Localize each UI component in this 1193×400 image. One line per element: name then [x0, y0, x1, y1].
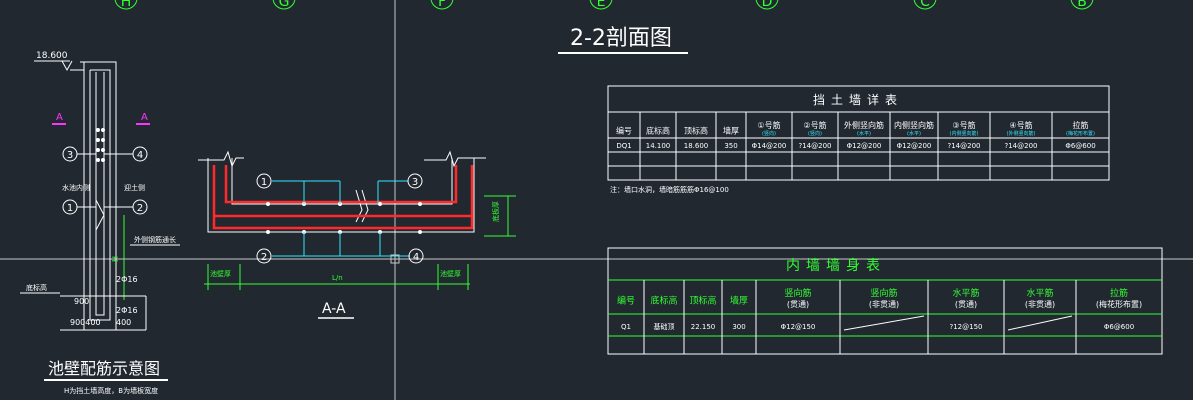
table-header-sub: (梅花形布置) [1096, 299, 1142, 309]
table-header-cell: 顶标高 [684, 126, 708, 136]
cut-label: A [141, 112, 148, 123]
bottom-elevation-label: 底标高 [26, 283, 47, 292]
table-cell: ?12@150 [950, 323, 983, 331]
dim-2phi16-b: 2Φ16 [116, 306, 138, 315]
rebar-marker: 3 [412, 177, 418, 188]
table-header-cell: 水平筋 [952, 287, 979, 299]
table-header-cell: ③号筋 [952, 120, 975, 130]
table-cell: DQ1 [616, 142, 631, 150]
table-header-cell: 外侧竖向筋 [844, 120, 884, 130]
table-cell: Q1 [621, 323, 631, 331]
dim-900400: 900400 [70, 318, 101, 327]
table-cell: ?14@200 [1005, 142, 1038, 150]
slab-thickness-label: 底板厚 [491, 201, 500, 222]
soil-side-label: 迎土侧 [124, 183, 145, 192]
water-side-label: 水池内侧 [62, 183, 90, 192]
table-header-cell: 拉筋 [1110, 287, 1128, 299]
table-header-sub: (水平) [907, 130, 921, 137]
table-cell: 基础顶 [654, 322, 675, 331]
dim-400: 400 [116, 318, 131, 327]
table-header-cell: 底标高 [650, 295, 677, 307]
table-header-sub: (外侧竖向筋) [1007, 130, 1036, 137]
rebar-marker: 3 [67, 150, 73, 161]
detail-subtitle: H为挡土墙高度，B为墙板宽度 [64, 386, 158, 395]
axis-label: E [597, 0, 606, 10]
table-header-cell: 底标高 [646, 126, 670, 136]
rebar-marker: 2 [137, 203, 143, 214]
outer-bar-label: 外侧钢筋通长 [134, 235, 176, 244]
table-header-cell: 编号 [617, 295, 635, 307]
section-title: 2-2剖面图 [570, 26, 672, 51]
table-cell: 350 [724, 142, 737, 150]
axis-labels: H G F E D C B [121, 0, 1087, 10]
table-cell: Φ12@200 [847, 142, 882, 150]
table-cell: 14.100 [646, 142, 671, 150]
axis-bubbles [114, 0, 1094, 10]
table-header-cell: 编号 [616, 126, 632, 136]
table-header-sub: (梅花形布置) [1066, 130, 1095, 137]
table-cell: ?14@200 [948, 142, 981, 150]
axis-label: C [920, 0, 930, 10]
table-header-cell: 墙厚 [723, 126, 739, 136]
span-label: L/n [332, 274, 343, 282]
wall-thickness-label: 池壁厚 [210, 269, 231, 278]
section-a-a: 1 3 2 4 底板厚 池壁厚 L/n 池壁厚 A-A [198, 150, 516, 319]
table-cell: ?14@200 [799, 142, 832, 150]
retaining-wall-table: 挡土墙详表 编号底标高顶标高墙厚①号筋(竖向)②号筋(竖向)外侧竖向筋(水平)内… [607, 85, 1110, 194]
dim-label: H [111, 256, 120, 262]
axis-label: B [1077, 0, 1087, 10]
section-aa-title: A-A [322, 301, 346, 317]
table-header-sub: (贯通) [787, 299, 809, 309]
elevation-label: 18.600 [36, 51, 68, 61]
table-header-cell: 顶标高 [689, 295, 716, 307]
table-header-cell: 拉筋 [1073, 120, 1089, 130]
rebar-marker: 2 [261, 252, 267, 263]
table-header-cell: ④号筋 [1009, 120, 1032, 130]
detail-title: 池壁配筋示意图 [48, 359, 160, 378]
table-header-cell: 内侧竖向筋 [894, 120, 934, 130]
wall-thickness-label: 池壁厚 [440, 269, 461, 278]
table-title: 内墙墙身表 [786, 258, 886, 274]
table-header-sub: (水平) [857, 130, 871, 137]
table-cell: 300 [732, 323, 745, 331]
table-header-cell: 水平筋 [1026, 287, 1053, 299]
table-cell: Φ6@600 [1065, 142, 1095, 150]
table-cell: Φ6@600 [1104, 323, 1134, 331]
rebar-marker: 4 [137, 150, 143, 161]
axis-label: G [279, 0, 290, 10]
table-cell: Φ12@200 [897, 142, 932, 150]
table-cell: 22.150 [691, 323, 716, 331]
table-header-sub: (非贯通) [869, 299, 899, 309]
dim-900: 900 [74, 297, 89, 306]
table-title: 挡土墙详表 [813, 92, 903, 107]
table-header-cell: ②号筋 [803, 120, 826, 130]
table-header-sub: (竖向) [808, 130, 822, 137]
table-cell: Φ14@200 [752, 142, 787, 150]
table-header-sub: (贯通) [955, 299, 977, 309]
axis-label: H [121, 0, 132, 10]
axis-label: F [438, 0, 446, 10]
rebar-marker: 1 [67, 203, 73, 214]
table-header-cell: 竖向筋 [870, 287, 897, 299]
table-header-sub: (竖向) [762, 130, 776, 137]
inner-wall-table: 内墙墙身表 编号底标高顶标高墙厚竖向筋(贯通)竖向筋(非贯通)水平筋(贯通)水平… [607, 247, 1163, 355]
rebar-marker: 4 [413, 252, 419, 263]
axis-label: D [762, 0, 773, 10]
table-header-sub: (内侧竖向筋) [950, 130, 979, 137]
table-header-cell: 竖向筋 [784, 287, 811, 299]
dim-2phi16-a: 2Φ16 [116, 275, 138, 284]
cut-label: A [56, 112, 63, 123]
table-header-cell: ①号筋 [757, 120, 780, 130]
table-cell: 18.600 [684, 142, 709, 150]
pool-wall-detail: 18.600 A A 3 4 1 2 水池内侧 [20, 51, 180, 395]
table-header-sub: (非贯通) [1025, 299, 1055, 309]
table-cell: Φ12@150 [781, 323, 816, 331]
rebar-marker: 1 [261, 177, 267, 188]
table-header-cell: 墙厚 [730, 295, 748, 307]
table-note: 注：墙口水洞，墙暗筋筋筋Φ16@100 [610, 185, 729, 194]
